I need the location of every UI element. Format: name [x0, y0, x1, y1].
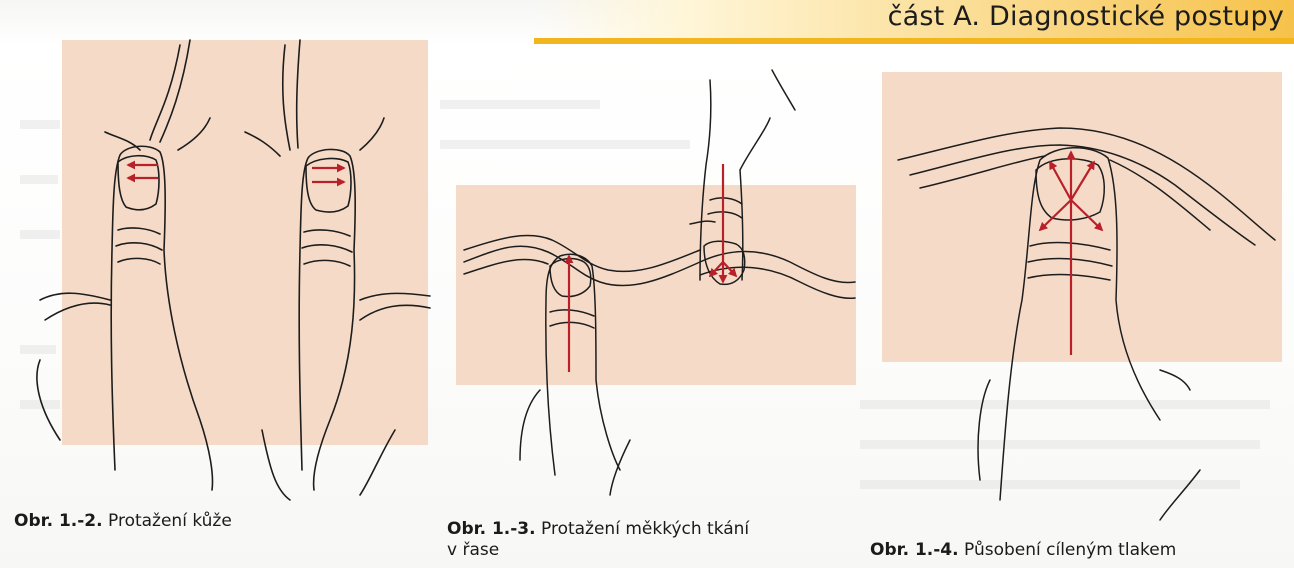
figure-1-2-caption: Obr. 1.-2. Protažení kůže	[14, 511, 232, 532]
figure-1-4-caption: Obr. 1.-4. Působení cíleným tlakem	[870, 540, 1176, 561]
figure-1-3-illustration	[464, 70, 855, 495]
figure-1-4-number: Obr. 1.-4.	[870, 540, 959, 560]
figure-1-2-illustration	[37, 40, 430, 500]
figure-1-2-number: Obr. 1.-2.	[14, 511, 103, 531]
figure-1-3-number: Obr. 1.-3.	[447, 519, 536, 539]
figure-1-4-arrows	[1040, 152, 1102, 355]
figure-1-3-text-line1: Protažení měkkých tkání	[541, 519, 749, 539]
figure-1-2-text: Protažení kůže	[108, 511, 232, 531]
figure-1-4-illustration	[898, 128, 1275, 520]
figure-1-3-text-line2: v řase	[447, 540, 749, 561]
figure-1-4-text: Působení cíleným tlakem	[964, 540, 1176, 560]
figure-1-2-arrows	[128, 165, 344, 182]
figure-1-3-caption: Obr. 1.-3. Protažení měkkých tkání v řas…	[447, 519, 749, 561]
